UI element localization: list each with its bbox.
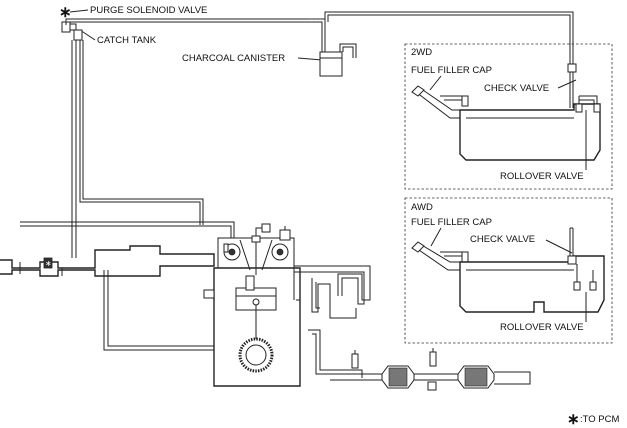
intake-manifold: ∗	[0, 245, 215, 351]
box-2wd	[404, 43, 613, 190]
fuel-tank-icon	[459, 255, 605, 313]
exhaust-system	[294, 265, 531, 391]
box-awd	[404, 197, 613, 344]
charcoal-canister	[319, 51, 343, 77]
charcoal-canister-label: CHARCOAL CANISTER	[182, 53, 285, 64]
box-awd-check-valve-label: CHECK VALVE	[470, 234, 535, 245]
manifold-sensor	[43, 257, 53, 269]
box-2wd-rollover-valve-label: ROLLOVER VALVE	[500, 171, 584, 182]
engine-icon	[203, 226, 301, 387]
box-awd-fuel-filler-cap-label: FUEL FILLER CAP	[411, 217, 492, 228]
legend-asterisk: ∗	[567, 411, 580, 428]
box-awd-title: AWD	[411, 202, 433, 213]
box-awd-rollover-valve-label: ROLLOVER VALVE	[500, 322, 584, 333]
catalytic-converter-icon	[457, 365, 495, 389]
box-2wd-title: 2WD	[411, 47, 432, 58]
box-2wd-fuel-filler-cap-label: FUEL FILLER CAP	[411, 65, 492, 76]
purge-solenoid-asterisk: ∗	[59, 4, 72, 21]
purge-solenoid-valve-label: PURGE SOLENOID VALVE	[90, 5, 207, 16]
catch-tank-label: CATCH TANK	[97, 35, 157, 46]
engine-vent-lines	[255, 223, 271, 236]
fuel-tank-icon	[459, 103, 601, 161]
legend-text: :TO PCM	[580, 414, 619, 425]
manifold-sensor-asterisk: ∗	[45, 259, 52, 268]
catalytic-converter-icon	[381, 365, 415, 389]
catch-tank	[73, 29, 83, 41]
purge-lines	[20, 11, 574, 258]
box-2wd-check-valve-label: CHECK VALVE	[484, 83, 549, 94]
